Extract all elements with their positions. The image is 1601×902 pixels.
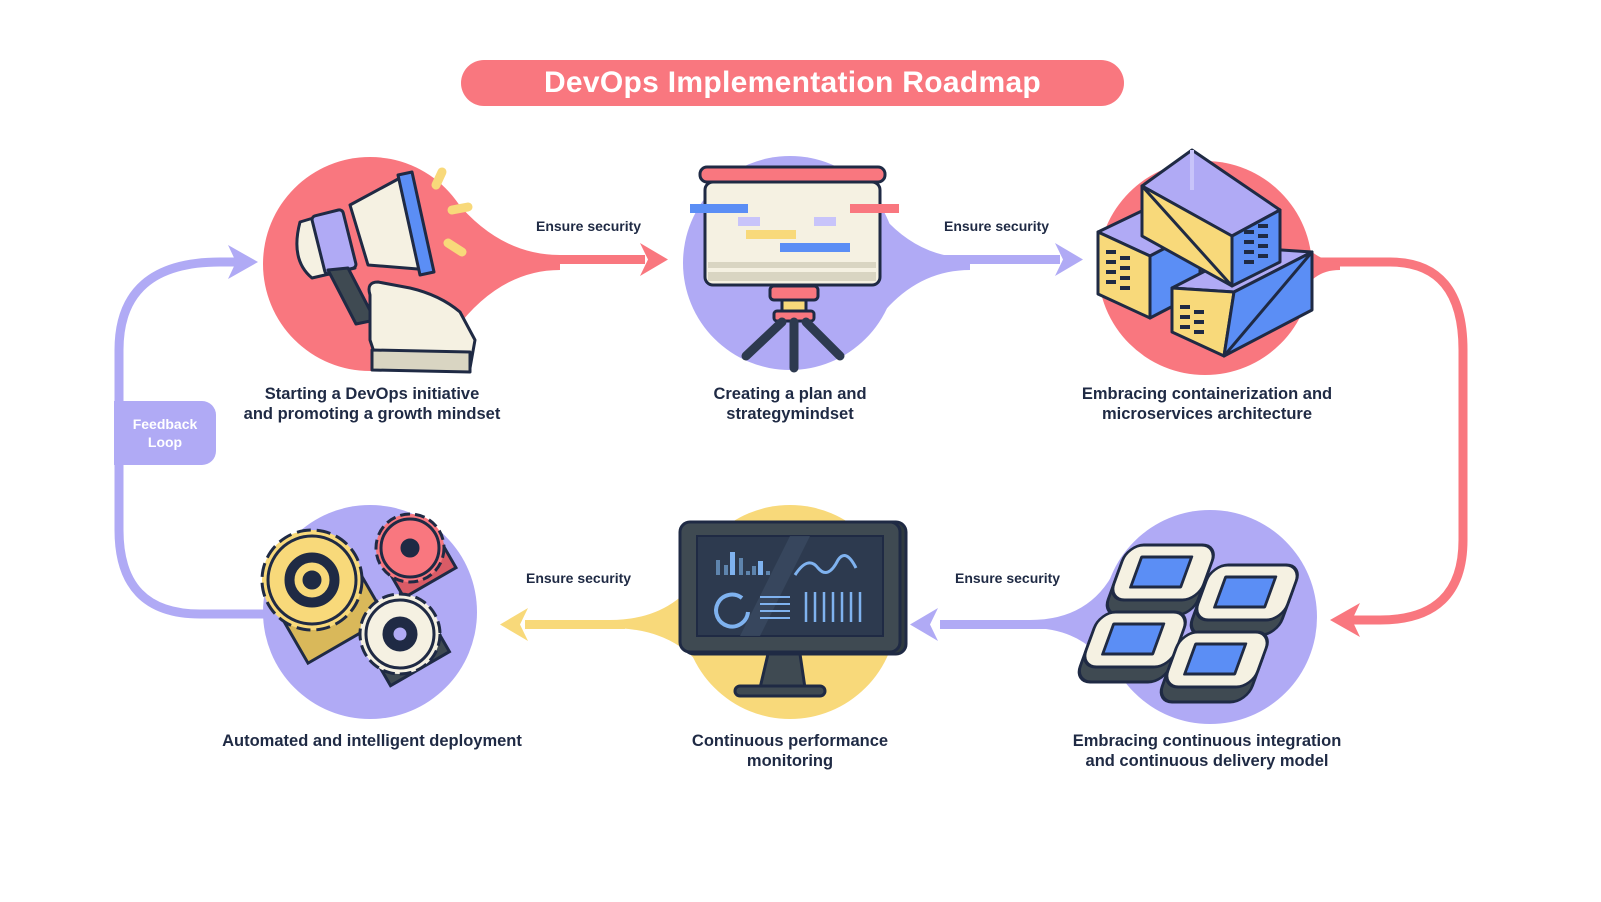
connector-label-1-2: Ensure security (536, 218, 642, 234)
arrowhead-icon (1055, 243, 1083, 276)
arrowhead-icon (500, 608, 528, 641)
container-vents (1106, 224, 1268, 334)
sound-waves-icon (431, 167, 473, 257)
step-2-graphic (683, 156, 1083, 373)
step-3-label-line2: microservices architecture (1101, 405, 1313, 423)
arrowhead-icon (640, 243, 668, 276)
arrowhead-icon (1330, 603, 1360, 637)
gears-icon (260, 512, 459, 688)
step-4-label: Embracing continuous integration and con… (1057, 731, 1357, 771)
feedback-loop-line2: Loop (147, 434, 183, 450)
step-1-label: Starting a DevOps initiative and promoti… (222, 384, 522, 424)
feedback-loop-connector (114, 245, 270, 619)
monitor-dashboard-icon (678, 520, 908, 698)
megaphone-icon (295, 170, 477, 374)
ci-cd-modules-icon (1077, 543, 1299, 704)
page-title: DevOps Implementation Roadmap (543, 66, 1042, 99)
title-banner: DevOps Implementation Roadmap (461, 60, 1124, 106)
step-6-label: Automated and intelligent deployment (197, 731, 547, 751)
step-2-label-line2: strategymindset (726, 405, 854, 423)
feedback-loop-label: Feedback Loop (114, 401, 216, 465)
presentation-board-icon (690, 165, 899, 373)
step-2-label-line1: Creating a plan and (713, 385, 867, 403)
connector-label-5-6: Ensure security (526, 570, 632, 586)
right-loop-connector (1320, 257, 1468, 637)
feedback-loop-line1: Feedback (132, 416, 198, 432)
step-5-label-line2: monitoring (746, 752, 834, 770)
step-3-graphic (1096, 148, 1340, 375)
step-4-label-line1: Embracing continuous integration (1072, 732, 1342, 750)
step-1-graphic (263, 157, 668, 374)
connector-label-4-5: Ensure security (955, 570, 1061, 586)
step-5-label-line1: Continuous performance (691, 732, 889, 750)
step-5-graphic (500, 505, 908, 719)
step-4-graphic (910, 510, 1317, 724)
step-4-label-line2: and continuous delivery model (1085, 752, 1329, 770)
step-1-label-line2: and promoting a growth mindset (243, 405, 501, 423)
arrowhead-icon (228, 245, 258, 279)
step-1-label-line1: Starting a DevOps initiative (264, 385, 480, 403)
arrowhead-icon (910, 608, 938, 641)
connector-label-2-3: Ensure security (944, 218, 1050, 234)
step-3-label-line1: Embracing containerization and (1081, 385, 1333, 403)
step-5-label: Continuous performance monitoring (660, 731, 920, 771)
step-6-label-line1: Automated and intelligent deployment (222, 732, 522, 750)
step-6-graphic (260, 505, 477, 719)
step-2-label: Creating a plan and strategymindset (660, 384, 920, 424)
step-3-label: Embracing containerization and microserv… (1057, 384, 1357, 424)
